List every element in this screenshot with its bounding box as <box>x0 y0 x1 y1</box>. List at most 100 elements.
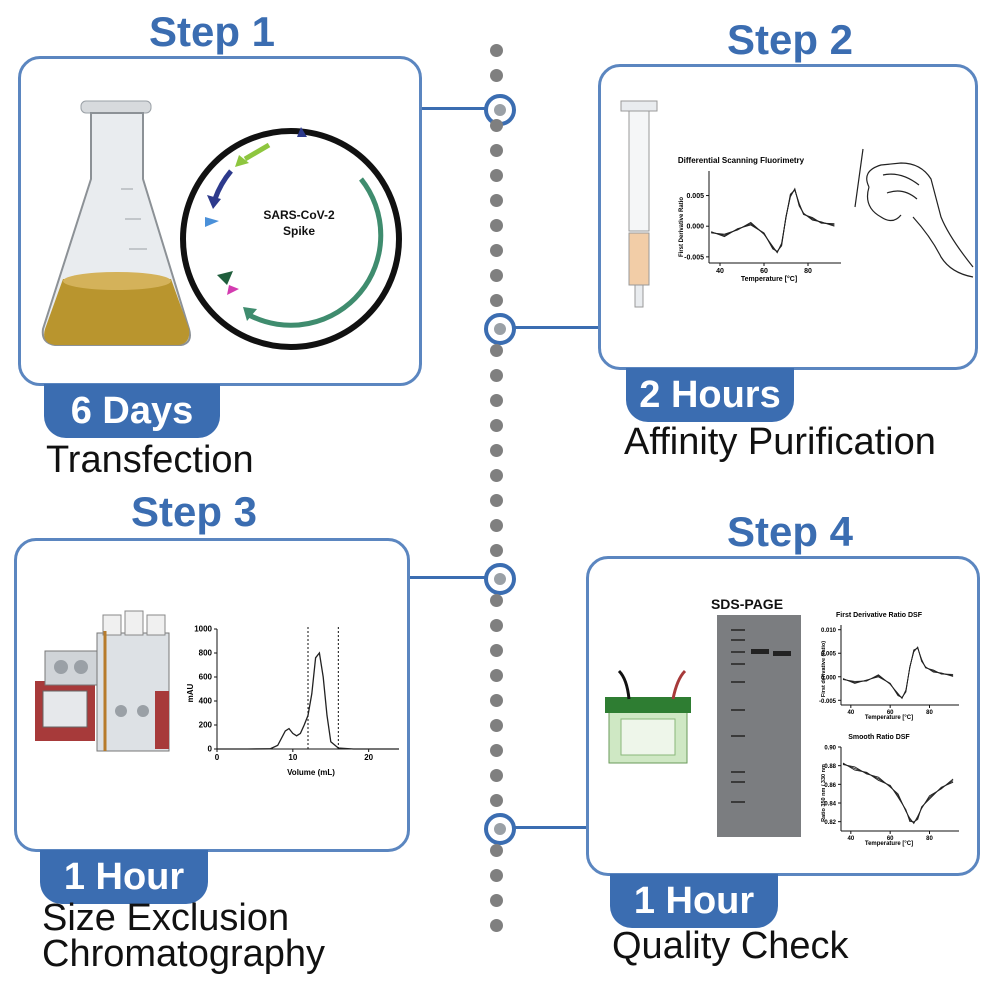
dsf-chart-step2: Differential Scanning Fluorimetry Temper… <box>678 156 841 283</box>
y-tick-label: 400 <box>199 697 213 706</box>
y-tick-label: 0.000 <box>686 224 704 231</box>
x-tick-label: 40 <box>847 836 854 842</box>
timeline-dot <box>490 669 503 682</box>
connector-1 <box>420 107 486 110</box>
connector-4 <box>514 826 586 829</box>
plasmid-icon <box>180 127 402 350</box>
timeline-dot <box>490 169 503 182</box>
x-axis-label: Temperature [°C] <box>865 841 913 847</box>
series-line <box>842 647 954 700</box>
step-2-panel: Differential Scanning Fluorimetry Temper… <box>598 64 978 370</box>
hand-pipette-icon <box>854 148 974 278</box>
plasmid-label-line1: SARS-CoV-2 <box>263 208 335 222</box>
y-axis-label: First derivative (ratio) <box>821 641 827 697</box>
y-tick-label: 800 <box>199 649 213 658</box>
y-tick-label: 1000 <box>194 625 212 634</box>
step-3-label-line1: Size Exclusion <box>42 897 290 939</box>
timeline-dot <box>490 494 503 507</box>
timeline-dot <box>490 619 503 632</box>
chart-title: Smooth Ratio DSF <box>848 734 910 741</box>
step-1-illustration: SARS-CoV-2 Spike <box>41 100 402 350</box>
timeline-dot <box>490 544 503 557</box>
step-4-illustration: SDS-PAGE First Derivative Ratio DSF Temp… <box>605 596 959 847</box>
y-tick-label: 0.86 <box>824 783 836 789</box>
series-line <box>842 646 954 698</box>
timeline-dot <box>490 769 503 782</box>
timeline-node-1 <box>484 94 516 126</box>
timeline-dot <box>490 419 503 432</box>
flask-icon <box>41 100 191 346</box>
connector-3 <box>408 576 486 579</box>
step-3-title: Step 3 <box>130 488 258 535</box>
step-4-panel: SDS-PAGE First Derivative Ratio DSF Temp… <box>586 556 980 876</box>
timeline-dot <box>490 519 503 532</box>
x-axis-label: Temperature [°C] <box>741 275 797 283</box>
timeline-dot <box>490 794 503 807</box>
timeline-dot <box>490 69 503 82</box>
series-line <box>842 764 954 825</box>
y-axis-label: First Derivative Ratio <box>679 197 685 257</box>
timeline-dot <box>490 444 503 457</box>
timeline-dot <box>490 119 503 132</box>
timeline-dot <box>490 394 503 407</box>
timeline-dot <box>490 894 503 907</box>
x-tick-label: 60 <box>760 268 768 275</box>
step-4-duration: 1 Hour <box>610 874 778 928</box>
timeline-dot <box>490 244 503 257</box>
timeline-dot <box>490 369 503 382</box>
timeline-dot <box>490 194 503 207</box>
x-tick-label: 80 <box>804 268 812 275</box>
y-tick-label: 0.82 <box>824 820 836 826</box>
timeline-dot <box>490 269 503 282</box>
timeline-dot <box>490 719 503 732</box>
x-tick-label: 20 <box>364 753 373 762</box>
y-tick-label: 0.010 <box>821 628 837 634</box>
timeline-dot <box>490 469 503 482</box>
series-line <box>217 651 399 750</box>
step-4-label: Quality Check <box>612 925 849 967</box>
y-tick-label: 200 <box>199 721 213 730</box>
timeline-dot <box>490 844 503 857</box>
step-1-panel: SARS-CoV-2 Spike <box>18 56 422 386</box>
timeline-node-4 <box>484 813 516 845</box>
step-3-label-line2: Chromatography <box>42 933 326 975</box>
step-1-duration: 6 Days <box>44 384 220 438</box>
timeline-dot <box>490 219 503 232</box>
x-tick-label: 60 <box>887 836 894 842</box>
series-line <box>711 187 835 253</box>
step-3-duration: 1 Hour <box>40 850 208 904</box>
dsf-smooth-ratio-chart: Smooth Ratio DSF Temperature [°C] Ratio … <box>821 734 959 847</box>
step-1-title: Step 1 <box>148 8 276 55</box>
x-axis-label: Volume (mL) <box>287 768 335 777</box>
step-2-duration: 2 Hours <box>626 368 794 422</box>
timeline-dot <box>490 144 503 157</box>
column-icon <box>620 100 658 308</box>
timeline-node-2 <box>484 313 516 345</box>
y-tick-label: 0 <box>208 745 213 754</box>
y-tick-label: 0.005 <box>821 652 837 658</box>
fplc-instrument-icon <box>35 610 170 752</box>
timeline-dot <box>490 594 503 607</box>
connector-2 <box>514 326 600 329</box>
step-2-title: Step 2 <box>726 16 854 63</box>
step-1-label: Transfection <box>46 439 254 481</box>
timeline-dot <box>490 919 503 932</box>
step-2-label: Affinity Purification <box>624 421 936 463</box>
plasmid-label-line2: Spike <box>283 224 315 238</box>
x-tick-label: 10 <box>288 753 297 762</box>
timeline-dot <box>490 744 503 757</box>
y-axis-label: mAU <box>186 683 195 702</box>
chart-title: Differential Scanning Fluorimetry <box>678 156 805 165</box>
chart-title: First Derivative Ratio DSF <box>836 612 923 619</box>
sds-page-gel <box>717 615 801 837</box>
x-tick-label: 80 <box>926 836 933 842</box>
timeline-dot <box>490 644 503 657</box>
y-tick-label: -0.005 <box>684 254 704 261</box>
x-tick-label: 40 <box>716 268 724 275</box>
step-2-illustration: Differential Scanning Fluorimetry Temper… <box>620 100 974 308</box>
y-axis-label: Ratio 350 nm / 330 nm <box>821 764 827 822</box>
y-tick-label: 0.005 <box>686 193 704 200</box>
